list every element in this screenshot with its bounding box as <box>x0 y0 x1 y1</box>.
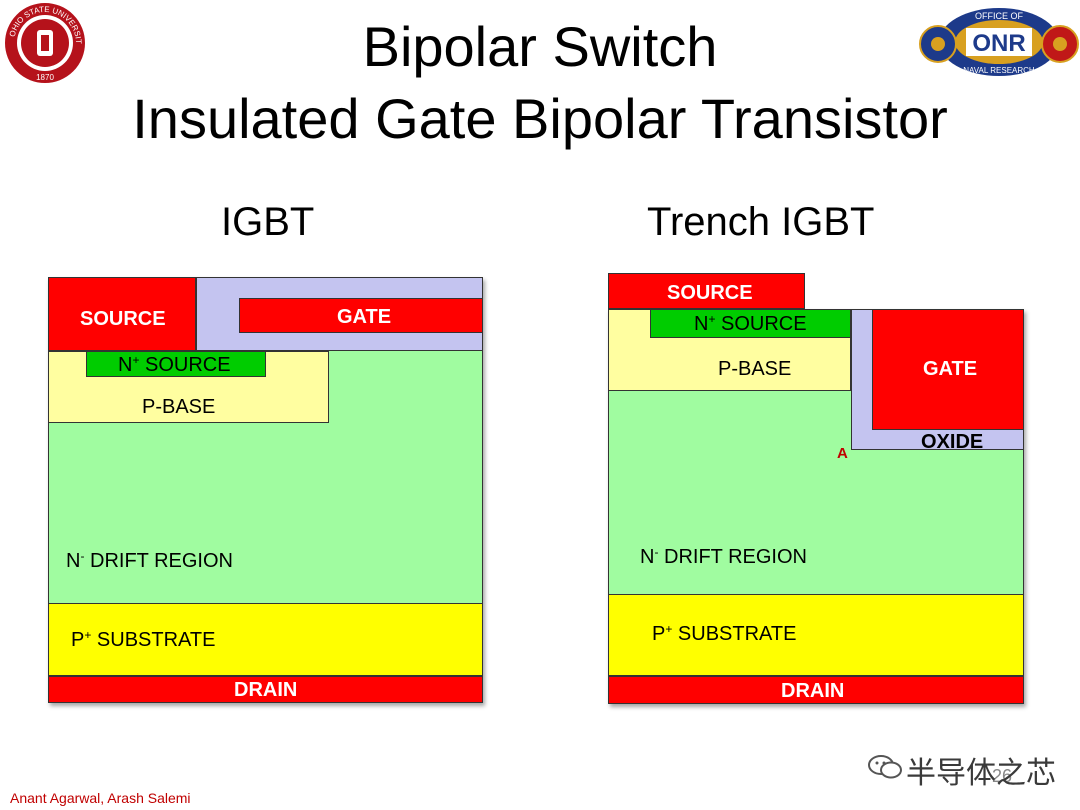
trench-gate: GATE <box>872 309 1024 430</box>
trench-source-label: SOURCE <box>667 282 753 304</box>
igbt-drift-label: N- DRIFT REGION <box>66 549 233 572</box>
igbt-heading: IGBT <box>221 200 315 244</box>
trench-n-source-label: N+ SOURCE <box>694 312 807 335</box>
trench-drain-label: DRAIN <box>781 680 845 702</box>
slide-page-number: 26 <box>992 766 1013 786</box>
slide-footer-authors: Anant Agarwal, Arash Salemi <box>10 790 191 806</box>
igbt-drain: DRAIN <box>48 676 483 703</box>
igbt-p-substrate: P+ SUBSTRATE <box>48 603 483 676</box>
igbt-gate-label: GATE <box>337 306 392 328</box>
trench-p-base-label: P-BASE <box>718 358 792 380</box>
trench-igbt-heading: Trench IGBT <box>647 200 875 244</box>
igbt-substrate-label: P+ SUBSTRATE <box>71 628 216 651</box>
watermark-text: 半导体之芯 <box>906 757 1056 790</box>
trench-oxide-label: OXIDE <box>921 431 984 453</box>
trench-point-a-label: A <box>837 445 848 462</box>
trench-p-substrate: P+ SUBSTRATE <box>608 594 1024 676</box>
trench-n-source: N+ SOURCE <box>650 309 851 338</box>
slide-title-line-1: Bipolar Switch <box>362 15 718 78</box>
svg-text:ONR: ONR <box>972 30 1025 57</box>
igbt-source-label: SOURCE <box>80 308 166 330</box>
office-of-naval-research-logo: ONR OFFICE OF NAVAL RESEARCH <box>918 4 1080 80</box>
svg-text:NAVAL RESEARCH: NAVAL RESEARCH <box>963 66 1035 75</box>
trench-drift-label: N- DRIFT REGION <box>640 545 807 568</box>
trench-substrate-label: P+ SUBSTRATE <box>652 622 797 645</box>
igbt-drain-label: DRAIN <box>234 679 298 701</box>
ohio-state-seal-logo: OHIO STATE UNIVERSITY 1870 <box>0 0 88 86</box>
trench-gate-label: GATE <box>923 358 978 380</box>
igbt-n-source-label: N+ SOURCE <box>118 353 231 376</box>
slide-title-line-2: Insulated Gate Bipolar Transistor <box>132 87 948 150</box>
igbt-n-source: N+ SOURCE <box>86 351 266 377</box>
wechat-icon <box>868 754 902 780</box>
trench-drain: DRAIN <box>608 676 1024 704</box>
igbt-diagram: GATE P-BASE N+ SOURCE SOURCE N- DRIFT RE… <box>48 277 483 703</box>
svg-text:1870: 1870 <box>36 73 54 82</box>
trench-source: SOURCE <box>608 273 805 309</box>
igbt-gate: GATE <box>239 298 483 333</box>
igbt-p-base-label: P-BASE <box>142 396 216 418</box>
trench-igbt-diagram: P-BASE N+ SOURCE OXIDE GATE SOURCE A N- … <box>608 273 1024 704</box>
igbt-source: SOURCE <box>48 277 196 351</box>
svg-text:OFFICE OF: OFFICE OF <box>975 11 1023 21</box>
